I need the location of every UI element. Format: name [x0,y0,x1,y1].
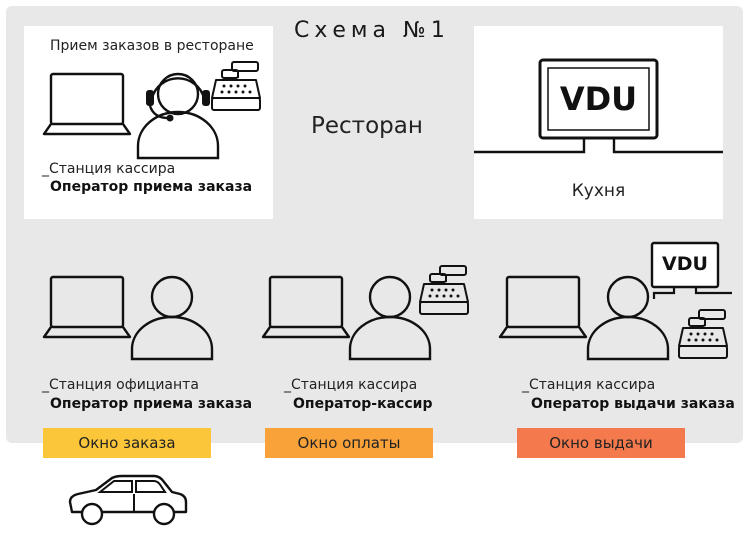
person-icon [348,275,432,361]
cash-register-icon [419,265,469,315]
order-intake-card: Прием заказов в ресторане _Станция касси… [24,26,273,219]
station-2-label: _Станция кассира [284,377,418,393]
station-2-operator: Оператор-кассир [293,396,433,412]
scheme-title: Схема №1 [294,18,450,43]
station-3-label: _Станция кассира [522,377,656,393]
payment-window: Окно оплаты [265,428,433,458]
station-1-operator: Оператор приема заказа [50,396,253,412]
monitor-icon [474,58,723,154]
kitchen-card: VDU Кухня [474,26,723,219]
pickup-window: Окно выдачи [517,428,685,458]
pickup-window-label: Окно выдачи [549,434,653,452]
laptop-icon [42,275,132,339]
kitchen-vdu-label: VDU [559,80,638,118]
order-card-header: Прием заказов в ресторане [50,38,254,54]
person-icon [130,275,214,361]
order-card-station: _Станция кассира [42,161,176,177]
kitchen-label: Кухня [571,181,626,201]
monitor-icon [650,241,732,299]
restaurant-label: Ресторан [311,113,423,139]
payment-window-label: Окно оплаты [297,434,401,452]
order-window-label: Окно заказа [78,434,176,452]
station-1-label: _Станция официанта [42,377,199,393]
person-icon [586,275,670,361]
laptop-icon [42,72,132,136]
station-3-operator: Оператор выдачи заказа [531,396,735,412]
pickup-vdu-label: VDU [662,253,708,275]
cash-register-icon [678,309,728,359]
operator-headset-icon [136,72,220,160]
laptop-icon [261,275,351,339]
order-card-operator: Оператор приема заказа [50,179,253,195]
laptop-icon [498,275,588,339]
car-icon [68,474,188,526]
order-window: Окно заказа [43,428,211,458]
cash-register-icon [211,61,261,111]
